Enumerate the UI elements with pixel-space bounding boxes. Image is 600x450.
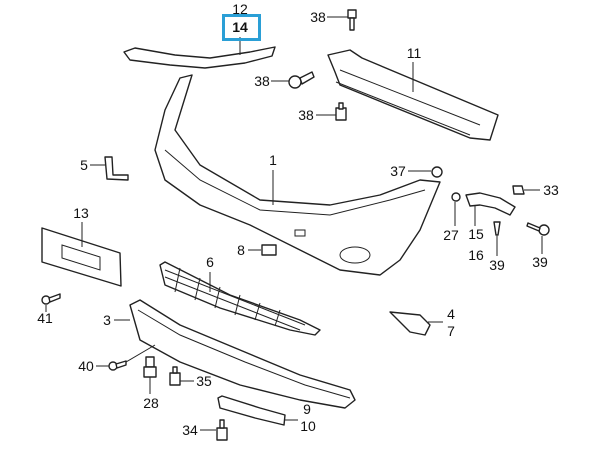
callout-14-highlighted: 14 (232, 19, 248, 35)
callout-1: 1 (269, 152, 277, 168)
callout-7: 7 (447, 323, 455, 339)
screw-41-icon (41, 293, 61, 305)
callout-40: 40 (78, 358, 94, 374)
callout-13: 13 (73, 205, 89, 221)
callout-27: 27 (443, 227, 459, 243)
upper-bracket-part (123, 46, 276, 69)
clip-35-icon (169, 366, 181, 386)
callout-15: 15 (468, 226, 484, 242)
screw-39-icon (493, 221, 501, 236)
callout-12: 12 (232, 1, 248, 17)
callout-4: 4 (447, 306, 455, 322)
bracket-15-part (465, 192, 516, 216)
lower-grille-part (159, 261, 321, 336)
callout-39: 39 (489, 257, 505, 273)
callout-34: 34 (182, 422, 198, 438)
cap-8-part (261, 244, 277, 256)
license-plate-bracket-part (41, 227, 122, 287)
callout-28: 28 (143, 395, 159, 411)
callout-8: 8 (237, 242, 245, 258)
bumper-beam-part (327, 49, 499, 141)
screw-40-icon (108, 360, 127, 371)
callout-10: 10 (300, 418, 316, 434)
screw-39-right-icon (526, 222, 550, 236)
callout-38: 38 (254, 73, 270, 89)
bolt-38-low-icon (335, 102, 347, 121)
callout-39: 39 (532, 254, 548, 270)
callout-11: 11 (406, 45, 422, 61)
callout-3: 3 (103, 312, 111, 328)
clip-37-icon (431, 166, 443, 178)
trim-9-part (217, 395, 286, 426)
callout-9: 9 (303, 401, 311, 417)
bumper-cover-part (154, 74, 441, 276)
callout-35: 35 (196, 373, 212, 389)
clip-28-icon (143, 356, 157, 378)
lower-cover-part (129, 299, 356, 409)
callout-6: 6 (206, 254, 214, 270)
clip-27-icon (451, 192, 461, 202)
callout-37: 37 (390, 163, 406, 179)
garnish-4-part (389, 311, 431, 336)
clip-34-icon (216, 419, 228, 441)
callout-16: 16 (468, 247, 484, 263)
bracket-5-part (104, 156, 129, 181)
highlight-box (222, 14, 261, 41)
callout-38: 38 (310, 9, 326, 25)
callout-33: 33 (543, 182, 559, 198)
callout-5: 5 (80, 157, 88, 173)
bolt-38-top-icon (347, 9, 357, 31)
clip-33-icon (512, 185, 525, 195)
callout-41: 41 (37, 310, 53, 326)
bolt-38-mid-icon (288, 71, 315, 89)
callout-38: 38 (298, 107, 314, 123)
